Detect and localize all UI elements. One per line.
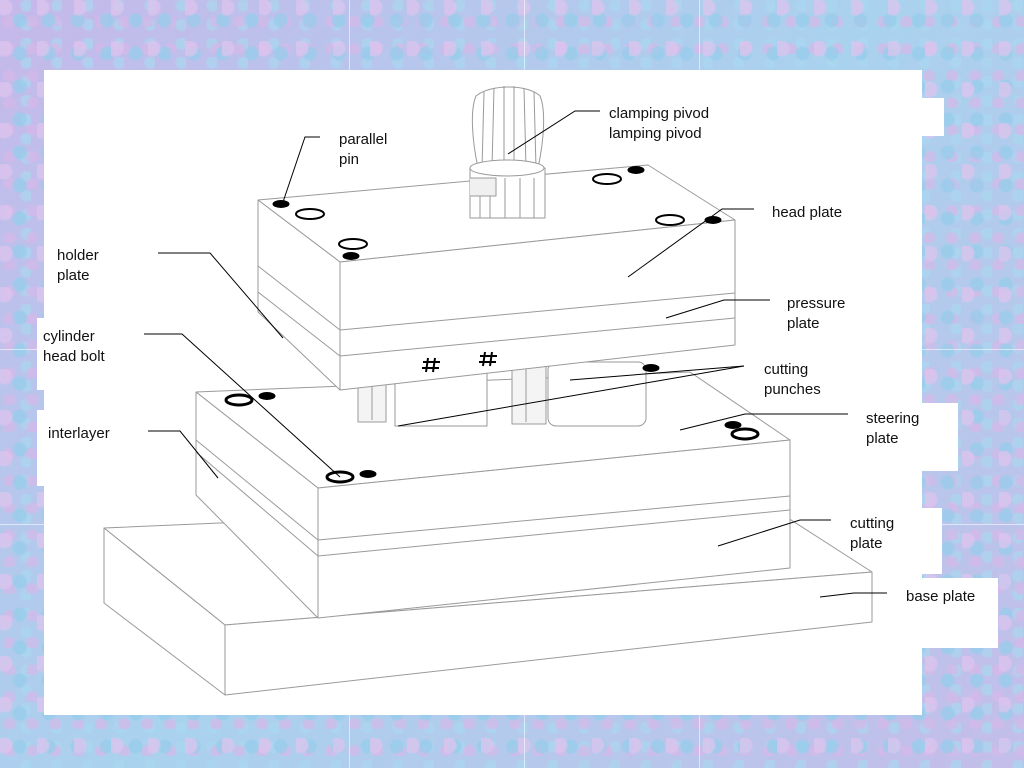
cutting-punches-drawing <box>357 361 647 427</box>
pin-hole <box>724 421 742 429</box>
label-holder-plate: holder plate <box>57 247 99 284</box>
parallel-pin-hole <box>627 166 645 174</box>
label-panel-interlayer <box>37 410 53 486</box>
leader-clamping-pivod <box>507 110 600 155</box>
label-pressure-plate: pressure plate <box>787 295 846 332</box>
counterbore-hole <box>338 238 368 250</box>
leader-steering-plate <box>679 413 848 431</box>
grid-marks <box>422 351 497 373</box>
label-clamping-pivod: clamping pivod lamping pivod <box>609 105 710 142</box>
label-head-plate: head plate <box>772 204 843 221</box>
leader-lines <box>144 110 887 598</box>
label-panel-base <box>890 578 998 648</box>
clamping-pivod-drawing <box>469 86 546 219</box>
label-cylinder-head-bolt: cylinder head bolt <box>43 328 105 365</box>
leader-head-plate <box>627 208 754 278</box>
leader-pressure-plate <box>665 299 770 319</box>
leader-holder-plate <box>158 252 284 339</box>
pin-hole <box>359 470 377 478</box>
pin-hole <box>642 364 660 372</box>
bolt-head <box>224 393 254 407</box>
pin-hole <box>258 392 276 400</box>
label-cutting-plate: cutting plate <box>850 515 895 552</box>
label-panel-steering <box>852 403 958 471</box>
leader-cutting-punches <box>397 365 745 427</box>
parallel-pin-hole <box>342 252 360 260</box>
parallel-pin-hole <box>272 200 290 208</box>
leader-cylinder-head-bolt <box>144 333 341 478</box>
leader-interlayer <box>148 430 219 479</box>
leader-base-plate <box>819 592 887 598</box>
bolt-head <box>730 427 760 441</box>
holes-and-bolts <box>224 166 760 484</box>
counterbore-hole <box>592 173 622 185</box>
bolt-head <box>325 470 355 484</box>
counterbore-hole <box>295 208 325 220</box>
label-parallel-pin: parallel pin <box>339 131 388 168</box>
leader-cutting-punches <box>569 365 745 381</box>
label-interlayer: interlayer <box>48 425 110 442</box>
label-cutting-punches: cutting punches <box>764 361 821 398</box>
label-panel-holder <box>37 318 53 390</box>
label-base-plate: base plate <box>906 588 976 605</box>
leader-parallel-pin <box>282 136 320 203</box>
label-steering-plate: steering plate <box>866 410 920 447</box>
label-panel-clamping-pivod <box>600 98 944 136</box>
leader-cutting-plate <box>717 519 831 547</box>
counterbore-hole <box>655 214 685 226</box>
